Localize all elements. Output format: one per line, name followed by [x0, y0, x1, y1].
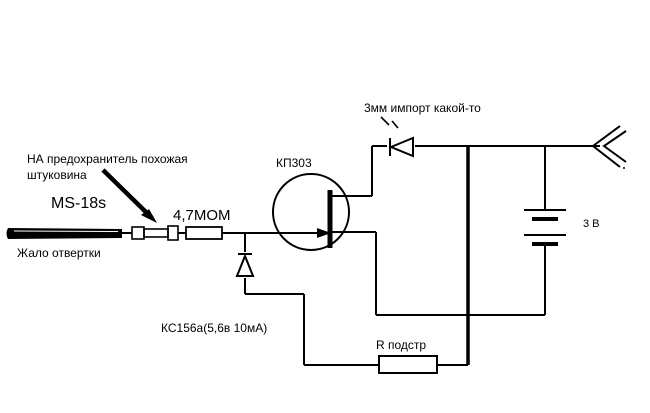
antenna-output	[591, 125, 627, 168]
zener-diode	[235, 253, 255, 277]
resistor-4m7	[185, 226, 223, 240]
led-diode	[380, 116, 414, 158]
led-label: 3мм импорт какой-то	[364, 101, 481, 115]
fuse-note-line2: штуковина	[27, 168, 87, 182]
transistor-kp303	[272, 173, 350, 251]
wires	[122, 145, 600, 366]
fuse-pointer-arrow	[101, 168, 157, 223]
zener-label: КС156а(5,6в 10мА)	[161, 321, 267, 335]
trimmer-label: R подстр	[376, 338, 426, 352]
probe-model-label: MS-18s	[51, 195, 106, 212]
battery-label: 3 В	[583, 218, 600, 230]
probe-tip-label: Жало отвертки	[17, 246, 101, 260]
trimmer-resistor	[378, 355, 438, 374]
transistor-label: КП303	[276, 156, 312, 170]
stray-dot	[623, 167, 625, 169]
resistor-value-label: 4,7МОМ	[173, 207, 231, 224]
fuse-probe-element	[131, 225, 179, 241]
screwdriver-tip-probe	[6, 228, 122, 239]
fuse-note-line1: НА предохранитель похожая	[27, 152, 188, 166]
battery-3v	[524, 209, 566, 246]
